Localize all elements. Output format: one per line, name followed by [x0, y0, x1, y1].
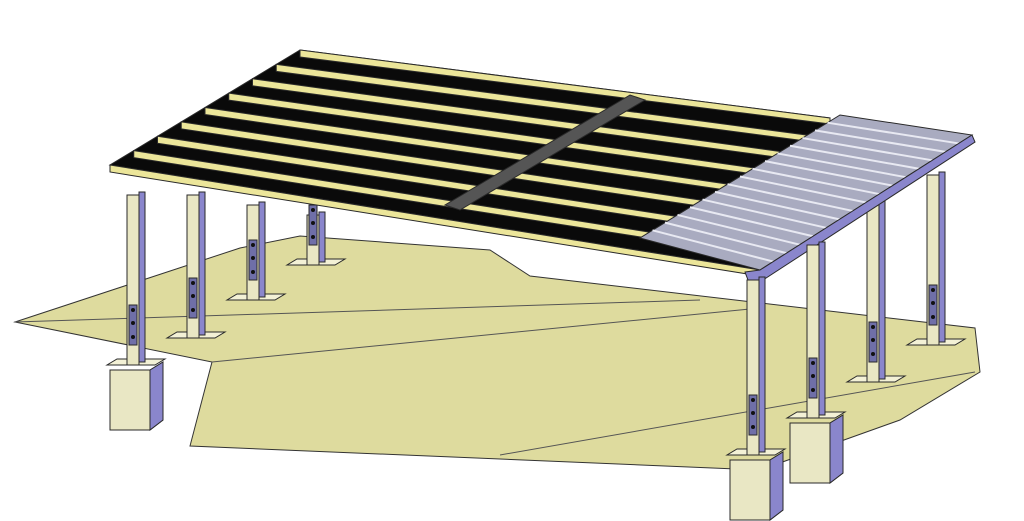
corrugation-ridge: [777, 152, 906, 179]
roof: [108, 49, 976, 283]
bolt-icon: [811, 361, 815, 365]
corrugation-ridge: [764, 160, 893, 187]
bolt-icon: [191, 308, 195, 312]
bolt-icon: [131, 308, 135, 312]
post-side: [138, 191, 146, 363]
bolt-icon: [871, 338, 875, 342]
corrugation-ridge: [739, 175, 867, 204]
bolt-icon: [811, 374, 815, 378]
post-side: [258, 201, 266, 298]
bolt-icon: [311, 235, 315, 239]
bolt-icon: [311, 208, 315, 212]
concrete-pier-side: [149, 361, 164, 432]
corrugation-ridge: [689, 206, 814, 238]
bolt-icon: [311, 221, 315, 225]
post-side: [938, 171, 946, 343]
ground-seam: [211, 307, 761, 363]
post-side: [878, 196, 886, 380]
ground-seam: [499, 371, 976, 456]
corrugation-ridge: [714, 190, 840, 221]
corrugation-ridge: [652, 229, 774, 263]
bolt-icon: [751, 425, 755, 429]
post-side: [818, 241, 826, 416]
bolt-icon: [251, 243, 255, 247]
concrete-pier-side: [769, 451, 784, 521]
cross-beam: [443, 94, 647, 211]
bolt-icon: [191, 281, 195, 285]
corrugation-ridge: [727, 183, 853, 212]
bolt-icon: [931, 315, 935, 319]
concrete-pier-side: [829, 414, 844, 485]
bolt-icon: [931, 288, 935, 292]
corrugation-ridge: [802, 137, 933, 162]
corrugation-ridge: [702, 198, 827, 229]
post-side: [318, 211, 326, 263]
corrugation-ridge: [827, 121, 959, 145]
bolt-icon: [131, 335, 135, 339]
bolt-icon: [251, 256, 255, 260]
corrugation-ridge: [789, 144, 920, 170]
corrugation-ridge: [752, 167, 880, 196]
bolt-icon: [871, 325, 875, 329]
bolt-icon: [871, 352, 875, 356]
post-side: [198, 191, 206, 336]
bolt-icon: [131, 321, 135, 325]
bolt-icon: [751, 398, 755, 402]
corrugation-ridge: [677, 213, 800, 246]
bolt-icon: [931, 301, 935, 305]
bolt-icon: [191, 294, 195, 298]
bolt-icon: [751, 411, 755, 415]
bolt-icon: [811, 388, 815, 392]
corrugation-ridge: [814, 129, 946, 153]
post-side: [758, 276, 766, 453]
corrugation-ridge: [664, 221, 787, 255]
bolt-icon: [251, 270, 255, 274]
